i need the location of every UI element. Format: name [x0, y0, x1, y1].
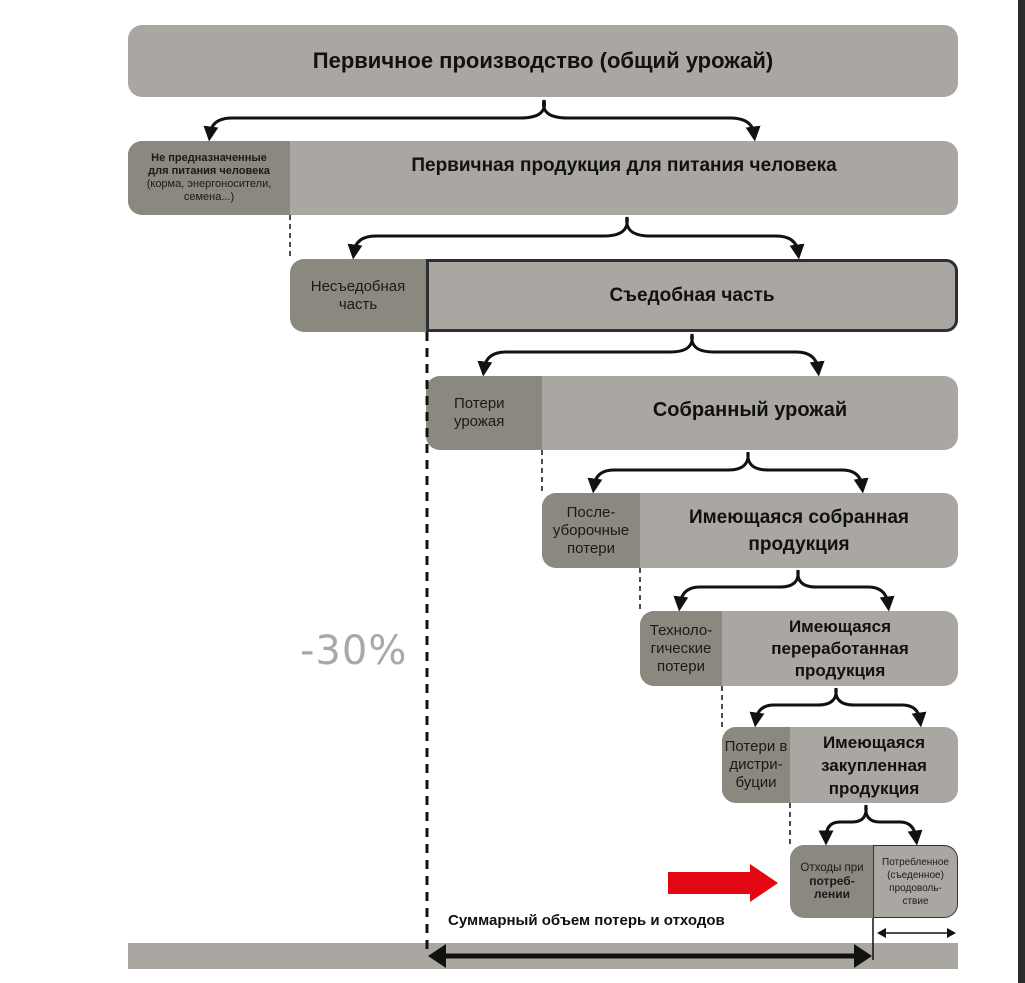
brace-arrow-2: [347, 216, 629, 260]
box-available-harvested-line1: Имеющаяся собранная: [688, 506, 910, 528]
loss-technological-line2: гические: [650, 639, 712, 657]
summary-label: Суммарный объем потерь и отходов: [448, 912, 725, 929]
loss-harvest: Потери урожая: [426, 376, 542, 450]
box-available-processed-line3: продукция: [794, 660, 886, 680]
box-edible-part: Съедобная часть: [426, 259, 958, 332]
loss-distribution-line3: буции: [735, 774, 777, 791]
loss-distribution-line1: Потери в: [724, 738, 788, 755]
box-harvested-crop-label: Собранный урожай: [652, 398, 848, 421]
loss-distribution-line2: дистри-: [729, 756, 783, 773]
brace-arrow-1: [203, 99, 546, 142]
loss-non-food-line2: для питания человека: [148, 165, 270, 177]
brace-arrow-6: [749, 687, 838, 728]
waste-consumption-line2: потреб-: [809, 874, 855, 888]
box-consumed-food-line1: Потребленное: [882, 856, 949, 868]
loss-non-food-line3: (корма, энергоносители,: [146, 178, 272, 190]
box-primary-production-label: Первичное производство (общий урожай): [312, 48, 774, 73]
consumed-arrowhead-right: [947, 928, 956, 938]
brace-arrow-2b: [625, 216, 805, 260]
box-available-processed-line2: переработанная: [771, 638, 909, 658]
waste-consumption: Отходы при потреб- лении: [790, 845, 874, 918]
box-consumed-food-line2: (съеденное): [887, 869, 944, 881]
brace-arrow-4: [587, 451, 750, 494]
loss-harvest-line2: урожая: [454, 413, 505, 430]
brace-arrow-5b: [796, 569, 895, 612]
box-available-processed-line1: Имеющаяся: [788, 616, 892, 636]
box-consumed-food: Потребленное (съеденное) продоволь- стви…: [873, 845, 958, 918]
box-available-harvested-line2: продукция: [748, 533, 850, 555]
box-primary-production: Первичное производство (общий урожай): [128, 25, 958, 97]
loss-post-harvest-line3: потери: [567, 539, 615, 557]
loss-post-harvest: После- уборочные потери: [542, 493, 640, 568]
loss-technological-line3: потери: [657, 657, 705, 675]
box-edible-part-label: Съедобная часть: [609, 284, 775, 306]
box-consumed-food-line4: ствие: [902, 895, 929, 907]
screen-edge: [1018, 0, 1025, 983]
box-consumed-food-line3: продоволь-: [889, 882, 942, 894]
loss-technological-line1: Техноло-: [649, 621, 713, 639]
box-primary-food-products-label: Первичная продукция для питания человека: [411, 155, 837, 176]
loss-distribution: Потери в дистри- буции: [722, 727, 790, 803]
brace-arrow-3: [477, 333, 694, 377]
box-available-purchased-line3: продукция: [828, 778, 920, 798]
brace-arrow-7: [818, 804, 868, 846]
brace-arrow-3b: [690, 333, 825, 377]
loss-non-food-line1: Не предназначенные: [151, 152, 267, 164]
brace-arrow-4b: [746, 451, 869, 494]
red-pointer-arrow: [668, 864, 778, 902]
brace-arrow-6b: [834, 687, 927, 728]
loss-percentage: -30%: [300, 628, 408, 674]
loss-post-harvest-line1: После-: [566, 503, 616, 521]
loss-inedible-line1: Несъедобная: [310, 277, 406, 295]
loss-non-food: Не предназначенные для питания человека …: [128, 141, 290, 215]
loss-inedible-part: Несъедобная часть: [290, 259, 430, 332]
loss-technological: Техноло- гические потери: [640, 611, 722, 686]
loss-non-food-line4: семена...): [183, 191, 235, 203]
brace-arrow-7b: [864, 804, 923, 846]
consumed-arrowhead-left: [877, 928, 886, 938]
box-available-purchased-line1: Имеющаяся: [822, 732, 926, 752]
waste-consumption-line1: Отходы при: [800, 862, 864, 874]
box-available-purchased-line2: закупленная: [821, 755, 927, 775]
loss-harvest-line1: Потери: [454, 395, 505, 412]
waste-consumption-line3: лении: [813, 887, 851, 901]
bottom-band: [128, 943, 958, 969]
brace-arrow-1b: [542, 99, 761, 142]
loss-post-harvest-line2: уборочные: [552, 521, 630, 539]
loss-inedible-line2: часть: [338, 295, 378, 313]
brace-arrow-5: [673, 569, 800, 612]
